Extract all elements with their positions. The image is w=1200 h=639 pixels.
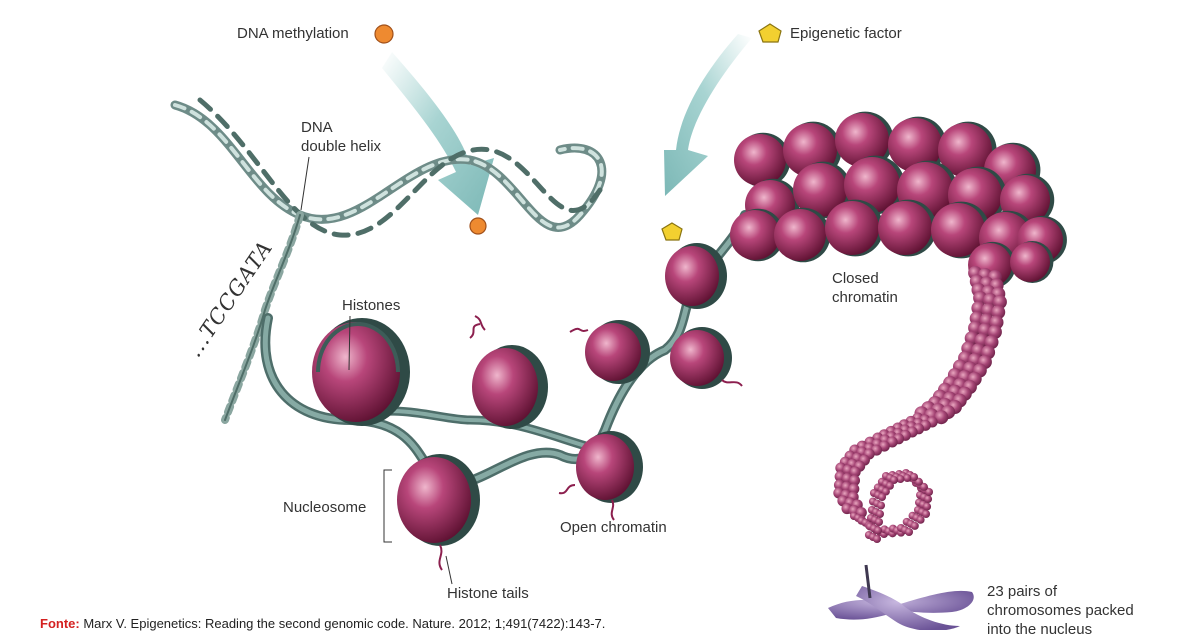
methylation-arrow [382,52,494,215]
histone-open-1 [472,345,548,429]
histone-bead [875,518,883,526]
histone-bead [878,201,932,255]
dna-methylation-marker [470,218,486,234]
histone-bead [734,134,786,186]
closed-chromatin-line2: chromatin [832,288,898,307]
histone-bead [910,473,918,481]
histone-bead [924,495,932,503]
nucleosome-label: Nucleosome [283,498,366,517]
histone-bead [878,493,886,501]
histone-bead [1010,242,1050,282]
dna-methylation-label: DNA methylation [237,24,349,43]
histone-bead [730,210,780,260]
epigenetic-factor-marker [662,223,682,240]
histone-nucleosome [397,454,480,546]
histone-bead [911,522,919,530]
chromosomes-line2: chromosomes packed [987,601,1134,620]
open-chromatin-label: Open chromatin [560,518,667,537]
condensed-fiber [833,266,1007,543]
chromosomes-label: 23 pairs of chromosomes packed into the … [987,582,1134,639]
source-citation: Fonte: Marx V. Epigenetics: Reading the … [40,616,605,631]
closed-chromatin-line1: Closed [832,269,898,288]
histone-bead [873,535,881,543]
closed-chromatin-label: Closed chromatin [832,269,898,307]
dna-double-helix-label: DNA double helix [301,118,381,156]
source-text: Marx V. Epigenetics: Reading the second … [83,616,605,631]
dna-double-helix-line2: double helix [301,137,381,156]
chromosomes-line1: 23 pairs of [987,582,1134,601]
epigenetic-factor-marker-legend [759,24,781,42]
histone-bead [903,474,911,482]
histone-bead [922,510,930,518]
chromosome-icon [828,565,974,630]
histone-bead [877,502,885,510]
histone-bead [923,503,931,511]
histone-large [312,318,410,426]
histone-open-3 [585,320,650,384]
histone-bead [905,528,913,536]
source-prefix: Fonte: [40,616,80,631]
histone-bead [825,201,879,255]
closed-chromatin-cluster [730,112,1067,288]
dna-methylation-marker-legend [375,25,393,43]
epigenetic-factor-label: Epigenetic factor [790,24,902,43]
histone-open-5 [665,243,727,309]
histone-tails-label: Histone tails [447,584,529,603]
histone-bead [774,209,826,261]
histone-bead [874,527,882,535]
dna-double-helix-line1: DNA [301,118,381,137]
histones-label: Histones [342,296,400,315]
